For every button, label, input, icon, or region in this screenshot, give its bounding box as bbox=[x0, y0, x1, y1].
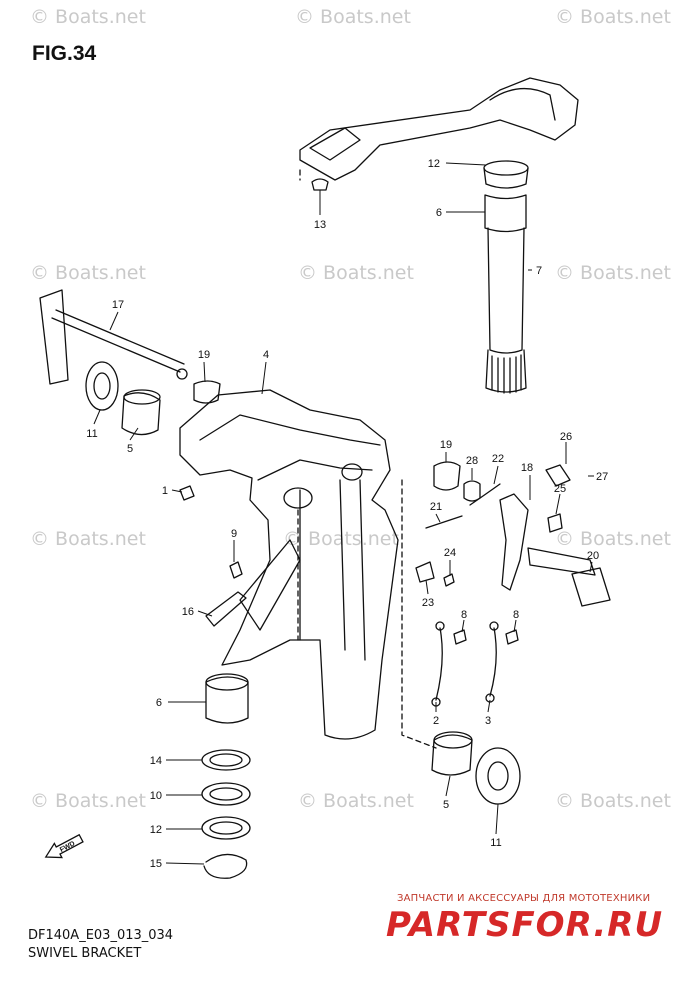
watermark: © Boats.net bbox=[30, 262, 146, 284]
callout-19b: 19 bbox=[440, 439, 452, 451]
bushing-12 bbox=[483, 160, 529, 176]
bushing-6b bbox=[205, 676, 249, 724]
washer-12b bbox=[201, 816, 251, 840]
callout-24: 24 bbox=[444, 547, 456, 559]
callout-11b: 11 bbox=[490, 837, 501, 849]
callout-28: 28 bbox=[466, 455, 478, 467]
diagram-code: DF140A_E03_013_034 bbox=[28, 928, 174, 943]
spring-28 bbox=[463, 480, 481, 502]
callout-12: 12 bbox=[428, 158, 440, 170]
bushing-5 bbox=[121, 392, 161, 436]
plate-23 bbox=[415, 561, 435, 583]
lead-wire-3 bbox=[489, 627, 497, 697]
callout-23: 23 bbox=[422, 597, 434, 609]
bolt-9 bbox=[229, 561, 243, 579]
shop-subtitle: ЗАПЧАСТИ И АКСЕССУАРЫ ДЛЯ МОТОТЕХНИКИ bbox=[397, 893, 651, 904]
washer-10 bbox=[201, 782, 251, 806]
lead-wire-2 bbox=[435, 627, 443, 701]
callout-8b: 8 bbox=[513, 609, 519, 621]
callout-12b: 12 bbox=[150, 824, 162, 836]
callout-5: 5 bbox=[127, 443, 133, 455]
diagram-caption: SWIVEL BRACKET bbox=[28, 946, 142, 961]
bolt-8a bbox=[453, 629, 467, 645]
swivel-shaft-7 bbox=[487, 227, 525, 354]
watermark: © Boats.net bbox=[30, 790, 146, 812]
tilt-tube-17 bbox=[51, 309, 185, 373]
callout-16: 16 bbox=[182, 606, 194, 618]
callout-19: 19 bbox=[198, 349, 210, 361]
callout-5b: 5 bbox=[443, 799, 449, 811]
swivel-bracket-4 bbox=[179, 389, 399, 740]
callout-21: 21 bbox=[430, 501, 442, 513]
watermark: © Boats.net bbox=[30, 528, 146, 550]
bushing-19 bbox=[193, 380, 221, 404]
callout-17: 17 bbox=[112, 299, 124, 311]
callout-10: 10 bbox=[150, 790, 162, 802]
callout-18: 18 bbox=[521, 462, 533, 474]
callout-2: 2 bbox=[433, 715, 439, 727]
watermark: © Boats.net bbox=[555, 790, 671, 812]
lever-22 bbox=[469, 483, 501, 506]
snap-ring-15 bbox=[203, 853, 248, 879]
callout-20: 20 bbox=[587, 550, 599, 562]
callout-7: 7 bbox=[536, 265, 542, 277]
bolt-8b bbox=[505, 629, 519, 645]
fwd-arrow-icon: FWD bbox=[44, 833, 84, 859]
callout-3: 3 bbox=[485, 715, 491, 727]
callout-15: 15 bbox=[150, 858, 162, 870]
callout-9: 9 bbox=[231, 528, 237, 540]
callout-6b: 6 bbox=[156, 697, 162, 709]
lever-18 bbox=[499, 493, 529, 591]
watermark: © Boats.net bbox=[283, 528, 399, 550]
washer-11b bbox=[475, 747, 521, 805]
svg-text:FWD: FWD bbox=[59, 840, 76, 854]
spring-21 bbox=[425, 515, 463, 529]
watermark: © Boats.net bbox=[555, 262, 671, 284]
callout-8a: 8 bbox=[461, 609, 467, 621]
svg-text:PARTSFOR.RU: PARTSFOR.RU bbox=[386, 905, 663, 945]
bolt-1 bbox=[179, 485, 195, 501]
watermark: © Boats.net bbox=[555, 528, 671, 550]
callout-27: 27 bbox=[596, 471, 608, 483]
steering-arm bbox=[299, 77, 579, 181]
callout-14: 14 bbox=[150, 755, 162, 767]
callout-6: 6 bbox=[436, 207, 442, 219]
bushing-6 bbox=[484, 194, 527, 233]
callout-22: 22 bbox=[492, 453, 504, 465]
bolt-13 bbox=[311, 178, 329, 191]
watermark: © Boats.net bbox=[295, 6, 411, 28]
callout-1: 1 bbox=[162, 485, 168, 497]
washer-11 bbox=[85, 361, 119, 411]
watermark: © Boats.net bbox=[30, 6, 146, 28]
bushing-5b bbox=[431, 734, 473, 776]
watermark: © Boats.net bbox=[298, 790, 414, 812]
callout-25: 25 bbox=[554, 483, 566, 495]
callout-11: 11 bbox=[86, 428, 97, 440]
washer-14 bbox=[201, 749, 251, 771]
callout-4: 4 bbox=[263, 349, 269, 361]
plate-16 bbox=[205, 591, 247, 627]
shop-logo: PARTSFOR.RU bbox=[386, 905, 663, 945]
watermark: © Boats.net bbox=[298, 262, 414, 284]
pad-20 bbox=[571, 567, 611, 607]
callout-26: 26 bbox=[560, 431, 572, 443]
bolt-24 bbox=[443, 573, 455, 587]
figure-title: FIG.34 bbox=[32, 42, 97, 65]
bushing-19b bbox=[433, 461, 461, 491]
callout-13: 13 bbox=[314, 219, 326, 231]
bolt-25 bbox=[547, 513, 563, 533]
watermark: © Boats.net bbox=[555, 6, 671, 28]
